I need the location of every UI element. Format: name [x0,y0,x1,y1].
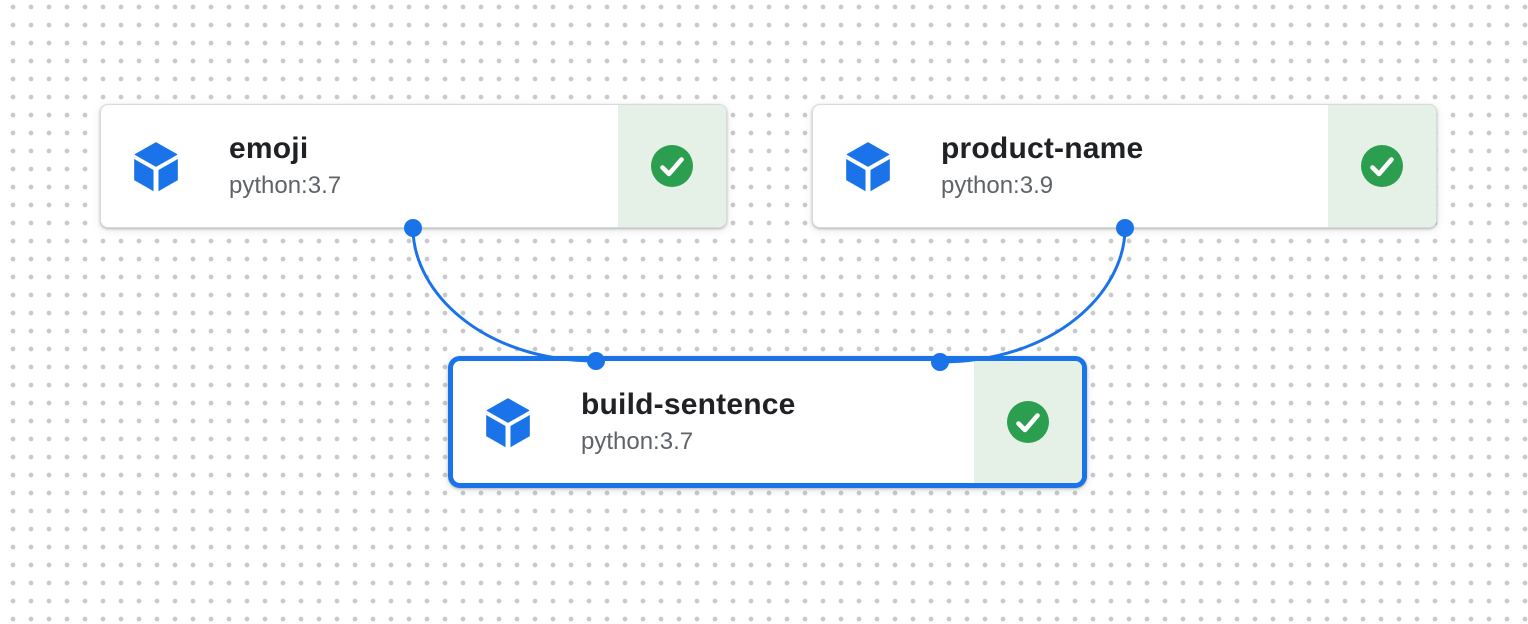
node-build-sentence[interactable]: build-sentence python:3.7 [448,356,1087,488]
edge-product-name-to-build-sentence [939,227,1127,364]
node-title: emoji [229,132,309,165]
status-panel [974,361,1082,483]
node-emoji-text: emoji python:3.7 [229,132,341,200]
status-panel [1328,105,1436,227]
status-panel [618,105,726,227]
component-cube-icon [486,398,530,448]
node-title: build-sentence [581,388,796,421]
node-subtitle: python:3.7 [581,428,694,455]
component-cube-icon [846,142,890,192]
check-circle-icon [1361,145,1403,187]
node-build-sentence-body: build-sentence python:3.7 [453,361,974,483]
node-product-name-body: product-name python:3.9 [813,105,1328,227]
node-build-sentence-text: build-sentence python:3.7 [581,388,796,456]
node-subtitle: python:3.7 [229,172,342,199]
node-emoji-body: emoji python:3.7 [101,105,618,227]
check-circle-icon [1007,401,1049,443]
node-emoji[interactable]: emoji python:3.7 [100,104,727,228]
component-cube-icon [134,142,178,192]
check-circle-icon [651,145,693,187]
node-subtitle: python:3.9 [941,172,1054,199]
edge-emoji-to-build-sentence [411,227,597,363]
node-title: product-name [941,132,1144,165]
node-product-name[interactable]: product-name python:3.9 [812,104,1437,228]
node-product-name-text: product-name python:3.9 [941,132,1143,200]
